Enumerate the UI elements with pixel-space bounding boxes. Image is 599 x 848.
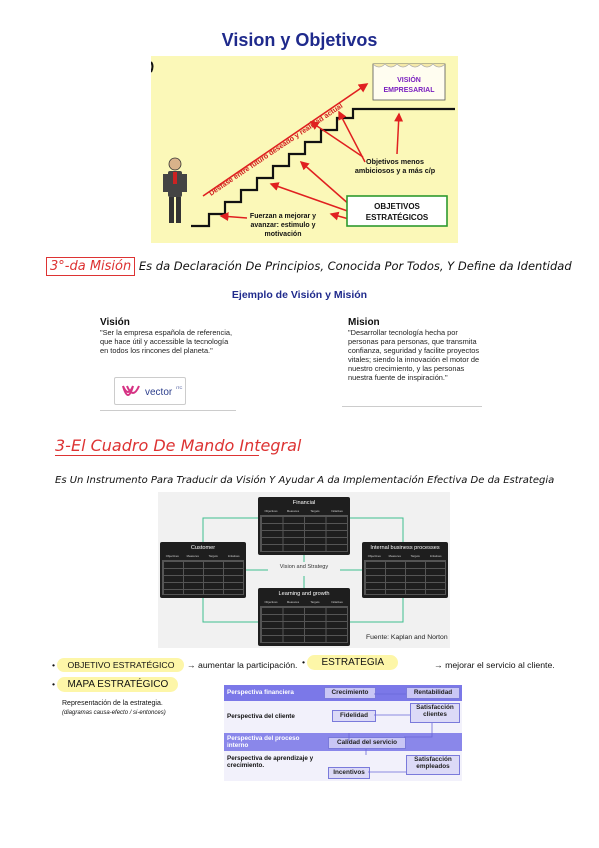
bsc-center-label: Vision and Strategy bbox=[279, 564, 329, 570]
row-proceso: Perspectiva del proceso interno Calidad … bbox=[224, 733, 462, 751]
menos-label-2: ambiciosos y a más c/p bbox=[355, 166, 436, 175]
mapa-desc: Representación de la estrategia. bbox=[62, 700, 163, 707]
mision-example: Mision "Desarrollar tecnología hecha por… bbox=[348, 317, 480, 382]
fuerzan-label-3: motivación bbox=[265, 231, 302, 238]
diagonal-arrow bbox=[202, 83, 369, 197]
fuerzan-label-1: Fuerzan a mejorar y bbox=[250, 213, 316, 220]
vector-logo: vector ITC bbox=[114, 377, 186, 405]
obj-incentivos: Incentivos bbox=[328, 767, 370, 779]
objetivo-note: → aumentar la participación. bbox=[186, 660, 298, 670]
cmi-underline bbox=[55, 455, 259, 456]
stair-figure: VISIÓN EMPRESARIAL Desfase entre futuro … bbox=[151, 56, 458, 243]
objetivos-label-1: OBJETIVOS bbox=[374, 202, 420, 211]
vision-divider bbox=[100, 410, 236, 411]
example-title: Ejemplo de Visión y Misión bbox=[231, 289, 368, 301]
row-label: Perspectiva de aprendizaje y crecimiento… bbox=[227, 755, 314, 769]
mapa-sub: (diagramas causa-efecto / si-entonces) bbox=[62, 710, 166, 716]
bullet-objetivo: • OBJETIVO ESTRATÉGICO → aumentar la par… bbox=[52, 658, 298, 672]
obj-crecimiento: Crecimiento bbox=[324, 687, 376, 699]
row-cliente: Perspectiva del cliente Fidelidad Satisf… bbox=[224, 701, 462, 733]
logo-sup: ITC bbox=[176, 385, 183, 390]
mision-heading-line: 3°-da Misión Es da Declaración De Princi… bbox=[46, 257, 572, 276]
obj-satisfaccion-clientes: Satisfacción clientes bbox=[410, 703, 460, 723]
cmi-heading: 3-El Cuadro De Mando Integral bbox=[55, 436, 302, 455]
vision-label-2: EMPRESARIAL bbox=[384, 87, 436, 94]
bsc-internal-title: Internal business processes bbox=[370, 545, 440, 551]
mision-title: Mision bbox=[348, 317, 380, 328]
row-financiera: Perspectiva financiera Crecimiento Renta… bbox=[224, 685, 462, 701]
mision-heading: 3°-da Misión bbox=[46, 257, 136, 276]
vision-text: "Ser la empresa española de referencia, … bbox=[100, 328, 233, 355]
objetivos-box bbox=[346, 195, 448, 227]
mision-text: "Desarrollar tecnología hecha por person… bbox=[348, 328, 480, 382]
bullet-mapa: • MAPA ESTRATÉGICO bbox=[52, 677, 179, 692]
strategy-map-arrows bbox=[348, 693, 433, 773]
vision-label-1: VISIÓN bbox=[397, 75, 421, 84]
bullet-estrategia: • ESTRATEGIA bbox=[302, 655, 399, 670]
estrategia-note: → mejorar el servicio al cliente. bbox=[434, 660, 555, 670]
row-label: Perspectiva del proceso interno bbox=[227, 735, 300, 749]
vision-box bbox=[372, 63, 446, 101]
obj-calidad: Calidad del servicio bbox=[328, 737, 406, 749]
mapa-description: Representación de la estrategia. (diagra… bbox=[62, 699, 166, 718]
vision-example: Visión "Ser la empresa española de refer… bbox=[100, 317, 236, 355]
diagonal-label: Desfase entre futuro deseado y realidad … bbox=[207, 101, 344, 198]
row-aprendizaje: Perspectiva de aprendizaje y crecimiento… bbox=[224, 751, 462, 781]
row-label: Perspectiva financiera bbox=[227, 689, 294, 696]
stair-diagram: VISIÓN EMPRESARIAL Desfase entre futuro … bbox=[151, 61, 455, 238]
obj-rentabilidad: Rentabilidad bbox=[406, 687, 460, 699]
row-label: Perspectiva del cliente bbox=[227, 713, 295, 720]
obj-satisfaccion-empleados: Satisfacción empleados bbox=[406, 755, 460, 775]
bsc-connectors bbox=[202, 517, 404, 623]
logo-text: vector bbox=[145, 387, 173, 398]
bsc-customer-title: Customer bbox=[190, 545, 216, 551]
bsc-source: Fuente: Kaplan and Norton bbox=[366, 634, 448, 641]
vector-logo-icon: vector ITC bbox=[122, 385, 183, 398]
objetivos-label-2: ESTRATÉGICOS bbox=[366, 213, 429, 222]
mision-divider bbox=[342, 406, 482, 407]
bsc-learning-title: Learning and growth bbox=[278, 591, 330, 597]
estrategia-label: ESTRATEGIA bbox=[307, 655, 399, 670]
mision-definition: Es da Declaración De Principios, Conocid… bbox=[138, 259, 572, 273]
strategy-map: Perspectiva financiera Crecimiento Renta… bbox=[224, 685, 462, 781]
bsc-financial-title: Financial bbox=[292, 500, 316, 506]
cmi-description: Es Un Instrumento Para Traducir da Visió… bbox=[55, 475, 555, 486]
person-icon bbox=[163, 157, 187, 223]
vision-title: Visión bbox=[100, 317, 130, 328]
menos-label-1: Objetivos menos bbox=[366, 157, 424, 166]
obj-fidelidad: Fidelidad bbox=[332, 710, 376, 722]
fuerzan-label-2: avanzar: estimulo y bbox=[251, 222, 316, 229]
objetivo-label: OBJETIVO ESTRATÉGICO bbox=[57, 658, 185, 672]
page-title: Vision y Objetivos bbox=[221, 30, 378, 50]
mapa-label: MAPA ESTRATÉGICO bbox=[57, 677, 179, 692]
